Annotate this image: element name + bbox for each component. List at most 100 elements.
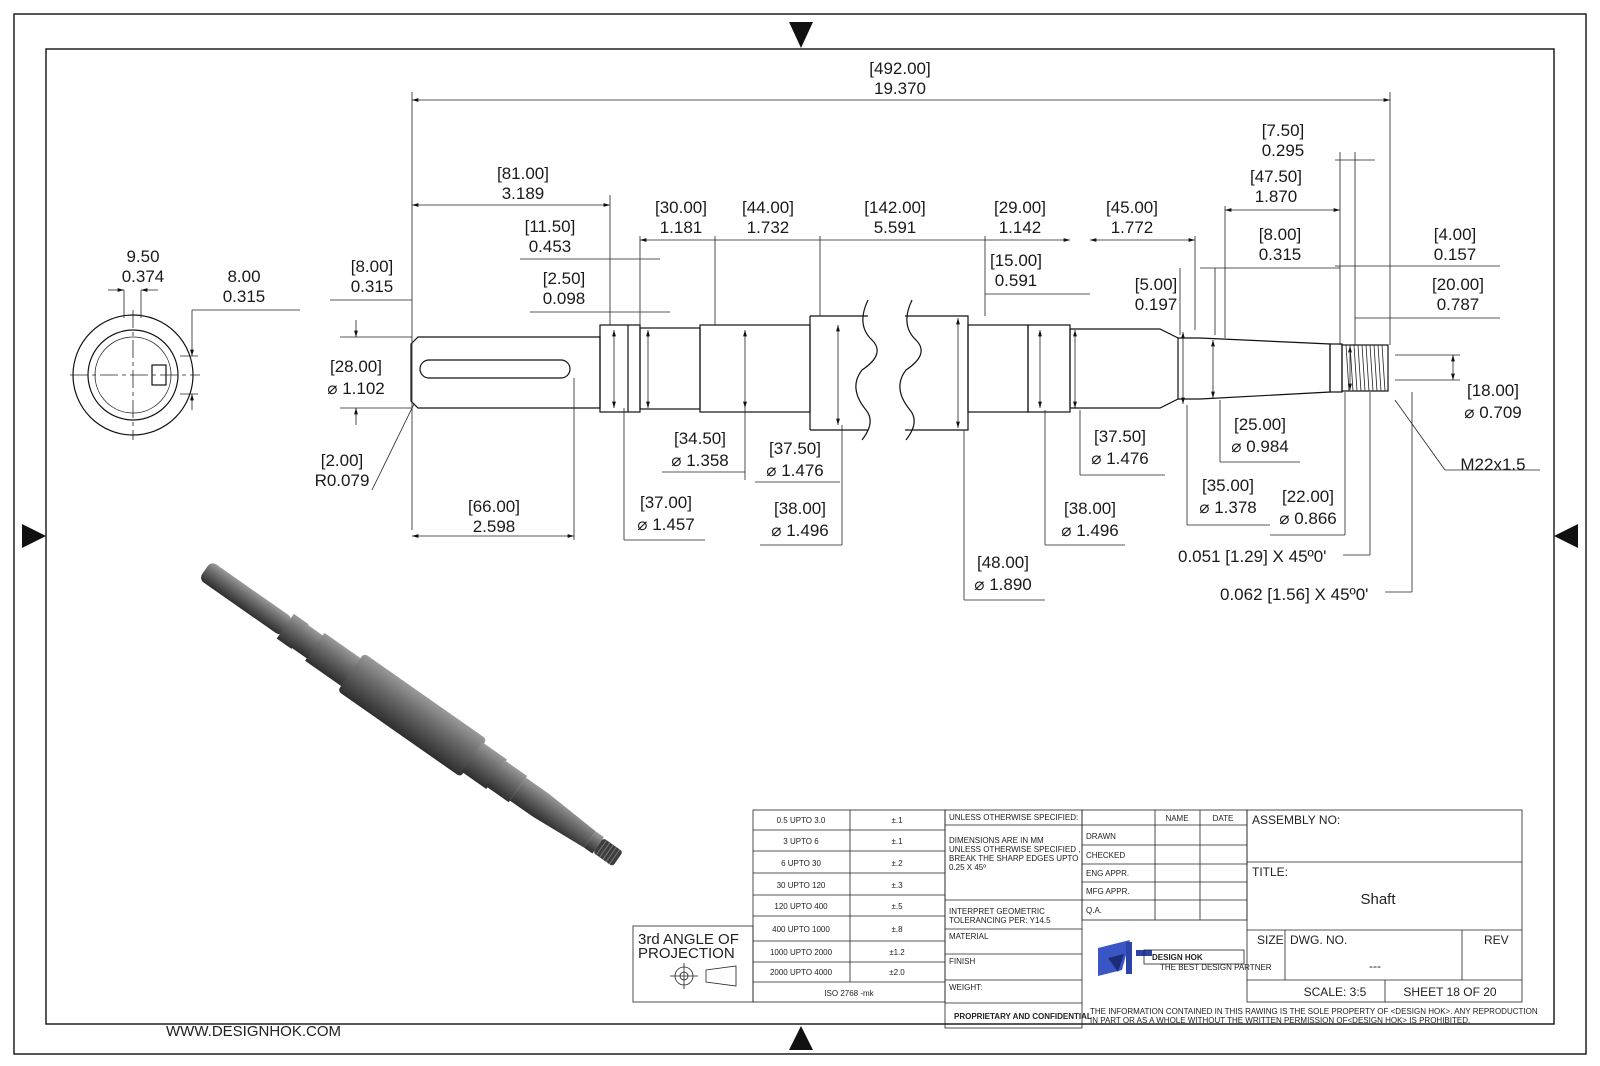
end-view xyxy=(70,288,300,440)
dwg-value: --- xyxy=(1369,959,1381,973)
dim-4-in: 0.157 xyxy=(1434,245,1477,264)
dia-22-mm: [22.00] xyxy=(1282,487,1334,506)
dia-37-5b-mm: [37.50] xyxy=(1094,427,1146,446)
tol-value-1: ±.1 xyxy=(891,816,903,825)
center-mark-top xyxy=(789,22,813,48)
dia-25-mm: [25.00] xyxy=(1234,415,1286,434)
dia-18-in: ⌀ 0.709 xyxy=(1464,403,1522,422)
dia-38b-mm: [38.00] xyxy=(1064,499,1116,518)
tol-range-2: 3 UPTO 6 xyxy=(783,837,819,846)
scale-value: SCALE: 3:5 xyxy=(1304,985,1367,999)
dia-25-in: ⌀ 0.984 xyxy=(1231,437,1289,456)
dim-45-mm: [45.00] xyxy=(1106,198,1158,217)
notes-line-2: UNLESS OTHERWISE SPECIFIED , xyxy=(949,845,1080,854)
approval-qa: Q.A. xyxy=(1086,906,1102,915)
rev-label: REV xyxy=(1484,933,1509,947)
tol-range-8: 2000 UPTO 4000 xyxy=(770,968,833,977)
tol-footer: ISO 2768 -mk xyxy=(824,989,874,998)
inner-frame xyxy=(45,48,1555,1025)
tol-range-6: 400 UPTO 1000 xyxy=(772,925,830,934)
notes-line-4: 0.25 X 45º xyxy=(949,863,986,872)
logo-tagline: THE BEST DESIGN PARTNER xyxy=(1160,963,1272,972)
center-mark-bottom xyxy=(789,1026,813,1050)
dim-8b-in: 0.315 xyxy=(1259,245,1302,264)
approval-mfg: MFG APPR. xyxy=(1086,887,1130,896)
dim-30-in: 1.181 xyxy=(660,218,703,237)
dia-38b-in: ⌀ 1.496 xyxy=(1061,521,1119,540)
shaft-isometric-render xyxy=(201,563,622,866)
dia-35-mm: [35.00] xyxy=(1202,476,1254,495)
tol-value-7: ±1.2 xyxy=(889,948,905,957)
dia-38a-in: ⌀ 1.496 xyxy=(771,521,829,540)
chamfer-1: 0.051 [1.29] X 45º0' xyxy=(1178,547,1326,566)
dia-37-mm: [37.00] xyxy=(640,493,692,512)
approvals-table xyxy=(1081,809,1248,921)
dim-142-mm: [142.00] xyxy=(864,198,925,217)
dim-7-5-mm: [7.50] xyxy=(1262,121,1305,140)
dim-11-mm: [11.50] xyxy=(525,217,576,236)
dia-18-mm: [18.00] xyxy=(1467,381,1519,400)
dwg-label: DWG. NO. xyxy=(1290,933,1347,947)
dim-2-5-in: 0.098 xyxy=(543,289,586,308)
notes-line-1: DIMENSIONS ARE IN MM xyxy=(949,836,1044,845)
notes-block xyxy=(944,809,1083,1029)
approval-drawn: DRAWN xyxy=(1086,832,1116,841)
radius-mm: [2.00] xyxy=(321,451,364,470)
disclaimer-line-2: IN PART OR AS A WHOLE WITHOUT THE WRITTE… xyxy=(1090,1016,1470,1025)
dim-20-in: 0.787 xyxy=(1437,295,1480,314)
dia-28-in: ⌀ 1.102 xyxy=(327,379,385,398)
dia-37-5a-mm: [37.50] xyxy=(769,439,821,458)
approval-eng: ENG APPR. xyxy=(1086,869,1129,878)
dia-37-5a-in: ⌀ 1.476 xyxy=(766,461,824,480)
key-depth-inch: 0.315 xyxy=(223,287,266,306)
disclaimer-line-1: THE INFORMATION CONTAINED IN THIS RAWING… xyxy=(1090,1007,1538,1016)
key-depth-dim: 8.00 xyxy=(227,267,260,286)
dia-22-in: ⌀ 0.866 xyxy=(1279,509,1337,528)
tol-value-6: ±.8 xyxy=(891,925,903,934)
geo-tol-line-2: TOLERANCING PER: Y14.5 xyxy=(949,916,1051,925)
title-label: TITLE: xyxy=(1252,865,1288,879)
logo-text: DESIGN HOK xyxy=(1152,953,1203,962)
dia-38a-mm: [38.00] xyxy=(774,499,826,518)
overall-length-mm: [492.00] xyxy=(869,59,930,78)
projection-line-2: PROJECTION xyxy=(638,945,735,962)
dim-8a-mm: [8.00] xyxy=(351,257,394,276)
assembly-label: ASSEMBLY NO: xyxy=(1252,813,1340,827)
dim-8b-mm: [8.00] xyxy=(1259,225,1302,244)
tol-value-4: ±.3 xyxy=(891,881,903,890)
key-width-dim: 9.50 xyxy=(126,247,159,266)
dim-81-in: 3.189 xyxy=(502,184,545,203)
material-label: MATERIAL xyxy=(949,932,989,941)
dim-2-5-mm: [2.50] xyxy=(543,269,586,288)
geo-tol-line-1: INTERPRET GEOMETRIC xyxy=(949,907,1045,916)
title-block xyxy=(1246,809,1523,1003)
tol-range-1: 0.5 UPTO 3.0 xyxy=(777,816,826,825)
dim-44-mm: [44.00] xyxy=(742,198,794,217)
tol-value-2: ±.1 xyxy=(891,837,903,846)
dim-47-5-in: 1.870 xyxy=(1255,187,1298,206)
thread-callout: M22x1.5 xyxy=(1460,455,1525,474)
tol-value-3: ±.2 xyxy=(891,859,903,868)
designhok-logo xyxy=(1098,940,1245,976)
proprietary-label: PROPRIETARY AND CONFIDENTIAL xyxy=(954,1012,1092,1021)
outer-frame xyxy=(13,13,1587,1055)
tol-range-7: 1000 UPTO 2000 xyxy=(770,948,833,957)
notes-line-3: BREAK THE SHARP EDGES UPTO xyxy=(949,854,1078,863)
dim-7-5-in: 0.295 xyxy=(1262,141,1305,160)
center-mark-left xyxy=(22,524,46,548)
dia-35-in: ⌀ 1.378 xyxy=(1199,498,1257,517)
tol-range-5: 120 UPTO 400 xyxy=(774,902,828,911)
dim-29-in: 1.142 xyxy=(999,218,1042,237)
dim-15-mm: [15.00] xyxy=(990,251,1042,270)
overall-length-in: 19.370 xyxy=(874,79,926,98)
dim-8a-in: 0.315 xyxy=(351,277,394,296)
projection-line-1: 3rd ANGLE OF xyxy=(638,931,739,948)
approval-checked: CHECKED xyxy=(1086,851,1125,860)
center-mark-right xyxy=(1554,524,1578,548)
tol-value-5: ±.5 xyxy=(891,902,903,911)
projection-symbol-icon xyxy=(670,963,737,989)
tol-range-4: 30 UPTO 120 xyxy=(777,881,826,890)
dim-5-mm: [5.00] xyxy=(1135,275,1178,294)
radius-in: R0.079 xyxy=(315,471,370,490)
